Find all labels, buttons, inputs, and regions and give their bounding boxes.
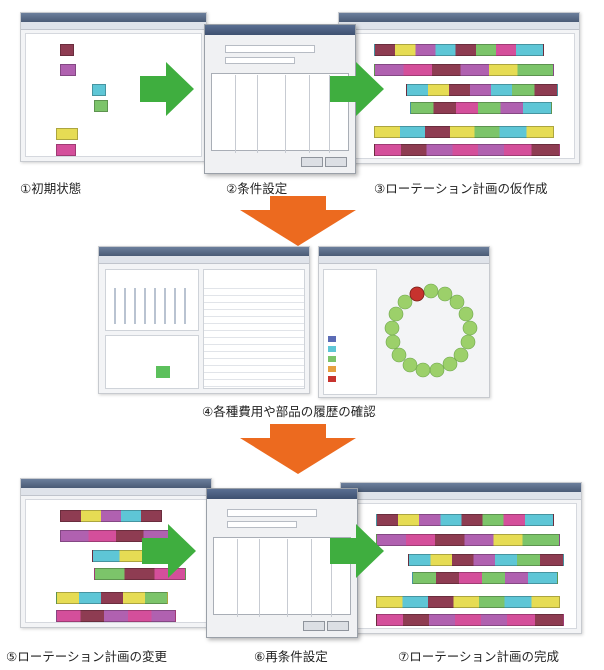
screenshot-provisional-plan xyxy=(338,12,580,164)
parts-ring-diagram xyxy=(384,283,478,378)
dialog-field xyxy=(225,45,315,53)
schedule-row xyxy=(60,510,162,522)
schedule-row xyxy=(374,44,544,56)
dialog-titlebar xyxy=(207,489,357,499)
caption-step6: ⑥再条件設定 xyxy=(254,649,328,664)
schedule-row xyxy=(56,610,176,622)
table-column-line xyxy=(257,75,258,153)
schedule-block xyxy=(56,144,76,156)
table-column-line xyxy=(329,75,330,153)
green-arrow-right xyxy=(142,524,196,578)
caption-step2: ②条件設定 xyxy=(226,181,288,196)
table-column-line xyxy=(311,539,312,617)
schedule-row xyxy=(376,614,564,626)
dialog-field xyxy=(227,521,297,528)
table-lines xyxy=(204,288,304,388)
schedule-row xyxy=(406,84,558,96)
dialog-button xyxy=(301,157,323,167)
table-column-line xyxy=(259,539,260,617)
schedule-row xyxy=(374,144,560,156)
schedule-block xyxy=(60,64,76,76)
screenshot-completed-plan xyxy=(340,482,582,634)
green-arrow-right xyxy=(330,524,384,578)
table-column-line xyxy=(331,539,332,617)
schedule-row xyxy=(56,592,168,604)
caption-step7: ⑦ローテーション計画の完成 xyxy=(398,649,559,664)
legend-swatch xyxy=(328,376,336,382)
window-toolbar xyxy=(341,492,581,500)
dialog-table xyxy=(213,537,351,615)
schedule-pane xyxy=(343,33,575,159)
dialog-field xyxy=(225,57,295,64)
cost-detail-table xyxy=(203,269,305,389)
orange-arrow-down xyxy=(240,424,356,474)
screenshot-condition-settings xyxy=(204,24,356,174)
window-titlebar xyxy=(341,483,581,492)
dialog-titlebar xyxy=(205,25,355,35)
schedule-row xyxy=(410,102,552,114)
window-titlebar xyxy=(21,479,211,488)
schedule-row xyxy=(94,568,186,580)
screenshot-parts-history xyxy=(318,246,490,398)
window-toolbar xyxy=(319,256,489,264)
schedule-row xyxy=(376,596,560,608)
schedule-pane xyxy=(345,503,577,629)
dialog-button xyxy=(327,621,349,631)
green-arrow-right xyxy=(140,62,194,116)
schedule-row xyxy=(376,534,560,546)
legend-swatch xyxy=(328,366,336,372)
legend-swatch xyxy=(328,336,336,342)
schedule-row xyxy=(374,64,554,76)
window-titlebar xyxy=(339,13,579,22)
caption-step4: ④各種費用や部品の履歴の確認 xyxy=(202,404,376,419)
caption-step1: ①初期状態 xyxy=(20,181,82,196)
screenshot-cost-history xyxy=(98,246,310,394)
table-column-line xyxy=(309,75,310,153)
caption-step5: ⑤ローテーション計画の変更 xyxy=(6,649,167,664)
dialog-button xyxy=(325,157,347,167)
green-arrow-right xyxy=(330,62,384,116)
window-titlebar xyxy=(319,247,489,256)
schedule-block xyxy=(60,44,74,56)
screenshot-recondition-settings xyxy=(206,488,358,638)
window-toolbar xyxy=(339,22,579,30)
table-column-line xyxy=(235,75,236,153)
parts-list-panel xyxy=(323,269,377,395)
schedule-row xyxy=(412,572,558,584)
dialog-field xyxy=(227,509,317,517)
window-titlebar xyxy=(99,247,309,256)
window-titlebar xyxy=(21,13,206,22)
chart-bars xyxy=(114,288,190,324)
legend-swatch xyxy=(328,356,336,362)
table-column-line xyxy=(237,539,238,617)
secondary-chart-area xyxy=(105,335,199,389)
caption-step3: ③ローテーション計画の仮作成 xyxy=(374,181,548,196)
schedule-block xyxy=(92,84,106,96)
orange-arrow-down xyxy=(240,196,356,246)
schedule-row xyxy=(376,514,554,526)
window-toolbar xyxy=(99,256,309,264)
schedule-block xyxy=(56,128,78,140)
legend-swatch xyxy=(328,346,336,352)
highlight-bar xyxy=(156,366,170,378)
window-toolbar xyxy=(21,22,206,30)
dialog-table xyxy=(211,73,349,151)
table-column-line xyxy=(287,539,288,617)
dialog-button xyxy=(303,621,325,631)
schedule-block xyxy=(94,100,108,112)
cost-chart-area xyxy=(105,269,199,331)
window-toolbar xyxy=(21,488,211,496)
schedule-row xyxy=(374,126,554,138)
table-column-line xyxy=(285,75,286,153)
schedule-row xyxy=(408,554,564,566)
